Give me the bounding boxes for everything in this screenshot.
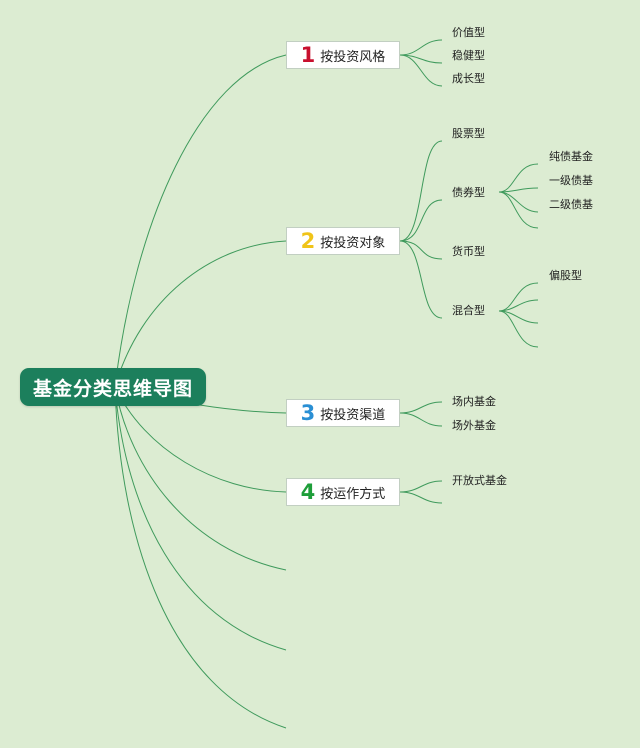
leaf-otc-fund[interactable]: 场外基金 (452, 419, 496, 432)
link-b2-c1 (399, 140, 443, 242)
link-b2-c4 (399, 240, 443, 319)
link-b1-c1 (399, 39, 443, 56)
leaf-stable[interactable]: 稳健型 (452, 49, 485, 62)
leaf-open-end-fund[interactable]: 开放式基金 (452, 474, 507, 487)
link-root-empty-2 (114, 386, 287, 651)
link-b3-c2 (399, 412, 443, 427)
link-b4-c2 (399, 491, 443, 504)
link-root-branch-4 (114, 386, 287, 493)
branch-label-4: 按运作方式 (320, 486, 386, 502)
branch-number-1: 1 (300, 42, 316, 67)
link-mixed-c4 (498, 310, 539, 348)
branch-node-1[interactable]: 1 按投资风格 (286, 41, 400, 69)
link-mixed-c2 (498, 299, 539, 312)
link-b2-c3 (399, 240, 443, 260)
link-root-branch-1 (114, 54, 287, 388)
leaf-pure-bond[interactable]: 纯债基金 (549, 150, 593, 163)
branch-number-2: 2 (300, 228, 316, 253)
leaf-growth[interactable]: 成长型 (452, 72, 485, 85)
root-node[interactable]: 基金分类思维导图 (20, 368, 206, 406)
branch-node-3[interactable]: 3 按投资渠道 (286, 399, 400, 427)
leaf-exchange-fund[interactable]: 场内基金 (452, 395, 496, 408)
branch-node-4[interactable]: 4 按运作方式 (286, 478, 400, 506)
branch-number-4: 4 (300, 479, 316, 504)
link-b3-c1 (399, 401, 443, 414)
leaf-bond[interactable]: 债券型 (452, 186, 485, 199)
branch-node-2[interactable]: 2 按投资对象 (286, 227, 400, 255)
leaf-value[interactable]: 价值型 (452, 26, 485, 39)
branch-label-3: 按投资渠道 (320, 407, 386, 423)
link-b4-c1 (399, 480, 443, 493)
leaf-mixed[interactable]: 混合型 (452, 304, 485, 317)
leaf-equity-biased[interactable]: 偏股型 (549, 269, 582, 282)
branch-number-3: 3 (300, 400, 316, 425)
branch-label-2: 按投资对象 (320, 235, 386, 251)
leaf-stock[interactable]: 股票型 (452, 127, 485, 140)
leaf-money[interactable]: 货币型 (452, 245, 485, 258)
link-root-empty-1 (114, 386, 287, 571)
branch-label-1: 按投资风格 (320, 49, 386, 65)
link-bond-c1 (498, 163, 539, 193)
link-root-branch-2 (114, 240, 287, 388)
link-root-empty-3 (114, 386, 287, 729)
leaf-primary-bond[interactable]: 一级债基 (549, 174, 593, 187)
link-b2-c2 (399, 199, 443, 242)
link-b1-c3 (399, 54, 443, 87)
link-bond-c4 (498, 191, 539, 229)
link-mixed-c1 (498, 282, 539, 312)
leaf-secondary-bond[interactable]: 二级债基 (549, 198, 593, 211)
link-bond-c3 (498, 191, 539, 213)
